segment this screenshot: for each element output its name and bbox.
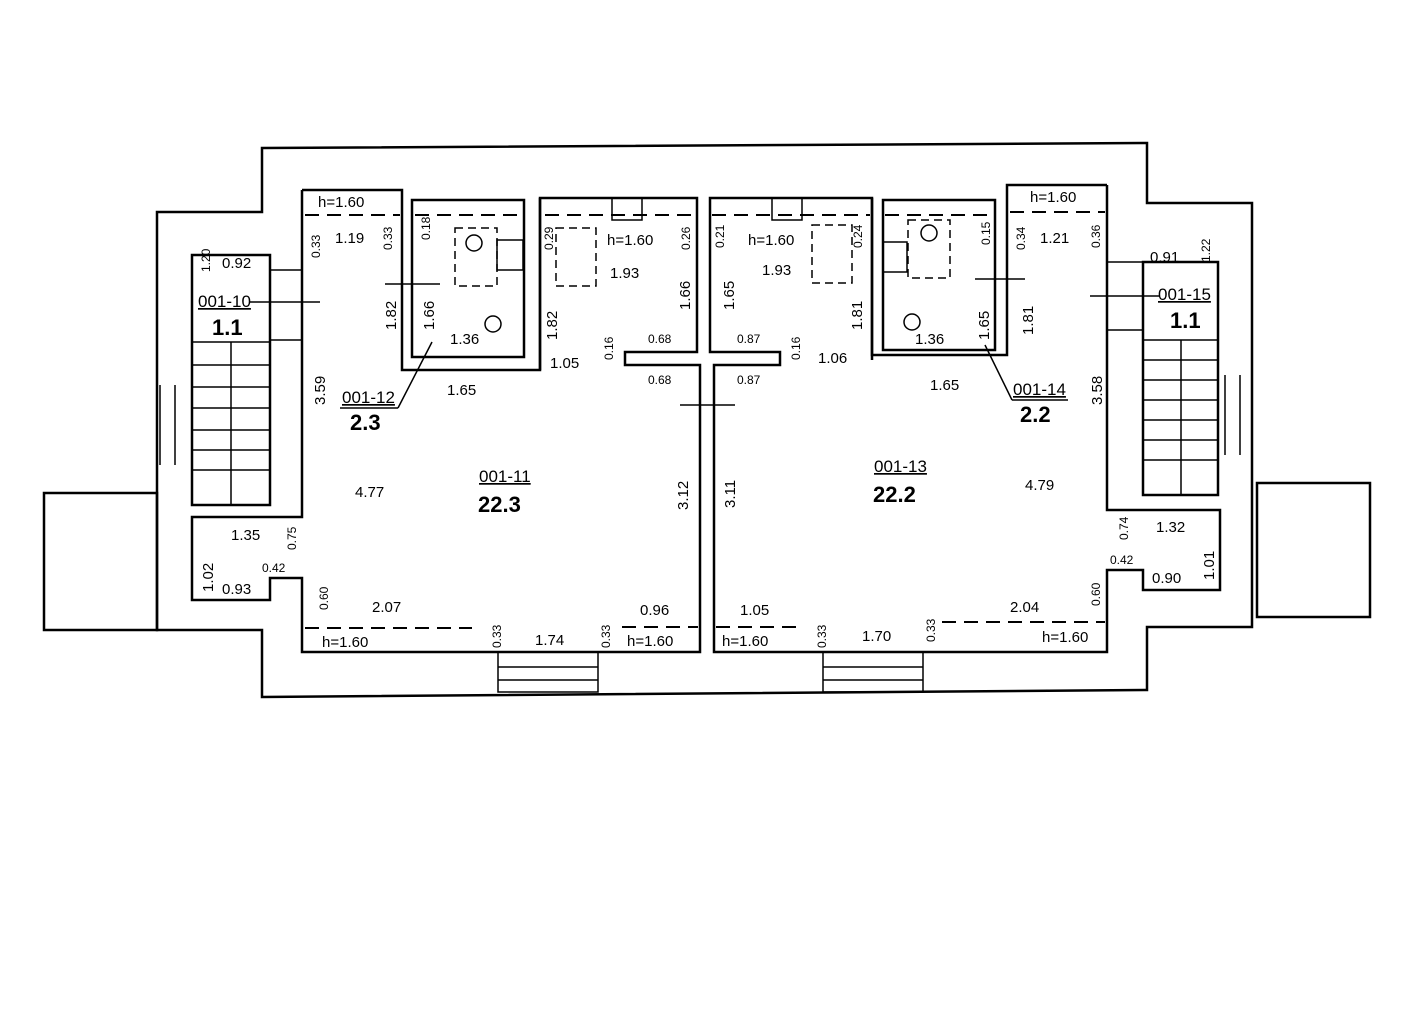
right-porch: [1255, 481, 1372, 619]
room-area-001-13: 22.2: [873, 482, 916, 507]
dim: 3.11: [722, 480, 739, 508]
room-id-001-11: 001-11: [479, 467, 531, 486]
room-id-001-13: 001-13: [874, 457, 927, 476]
dim: 0.42: [262, 561, 286, 575]
dim: 0.87: [737, 332, 761, 346]
dim: 0.92: [222, 255, 251, 272]
dim: 3.12: [675, 481, 692, 510]
dim: h=1.60: [318, 194, 364, 211]
room-id-001-15: 001-15: [1158, 285, 1211, 304]
dim: 1.36: [450, 331, 479, 348]
room-area-001-10: 1.1: [212, 315, 243, 340]
dim: 2.07: [372, 599, 401, 616]
right-bathroom: [881, 198, 997, 352]
dim: h=1.60: [1042, 629, 1088, 646]
building-outline: [155, 141, 1254, 699]
dim: 0.16: [602, 336, 616, 360]
dim: 0.33: [381, 226, 395, 250]
dim: 0.90: [1152, 570, 1181, 587]
dim: 0.33: [924, 618, 938, 642]
dim: 1.05: [740, 602, 769, 619]
room-id-001-12: 001-12: [342, 388, 395, 407]
dim: 1.81: [849, 301, 866, 330]
dim: 1.19: [335, 230, 364, 247]
dim: 1.66: [421, 301, 438, 330]
dim: 0.18: [419, 216, 433, 240]
fixtures: [301, 197, 951, 510]
room-area-001-11: 22.3: [478, 492, 521, 517]
dim: 0.15: [979, 221, 993, 245]
dim: 1.82: [383, 301, 400, 330]
room-id-001-14: 001-14: [1013, 380, 1066, 399]
room-area-001-15: 1.1: [1170, 308, 1201, 333]
dim: 0.33: [815, 624, 829, 648]
dim: 0.33: [309, 234, 323, 258]
dim: 1.65: [976, 311, 993, 340]
room-area-001-12: 2.3: [350, 410, 381, 435]
dim: 1.66: [677, 281, 694, 310]
dim: h=1.60: [322, 634, 368, 651]
dim: h=1.60: [627, 633, 673, 650]
dim: 1.32: [1156, 519, 1185, 536]
dim: 0.21: [713, 224, 727, 248]
dim: 1.36: [915, 331, 944, 348]
dim: 1.93: [610, 265, 639, 282]
dim: 1.01: [1201, 551, 1218, 580]
left-unit-wall: [190, 188, 702, 654]
dim: 1.22: [1199, 238, 1213, 262]
dim: 4.79: [1025, 477, 1054, 494]
dim: 0.93: [222, 581, 251, 598]
room-area-001-14: 2.2: [1020, 402, 1051, 427]
left-porch: [42, 491, 159, 632]
dim: 1.82: [544, 311, 561, 340]
dim: 0.34: [1014, 226, 1028, 250]
dim: 0.75: [285, 526, 299, 550]
dim: 1.74: [535, 632, 564, 649]
dim: 1.20: [199, 248, 213, 272]
left-bathroom: [410, 198, 526, 359]
dim: 0.68: [648, 332, 672, 346]
dim: 1.70: [862, 628, 891, 645]
dim: 0.24: [851, 224, 865, 248]
dim: 0.68: [648, 373, 672, 387]
dim: 0.60: [1089, 582, 1103, 606]
dimension-labels: h=1.60 1.19 0.33 0.33 0.18 1.20 0.92 1.8…: [199, 189, 1218, 651]
dim: 2.04: [1010, 599, 1039, 616]
dim: 0.26: [679, 226, 693, 250]
dim: 0.33: [599, 624, 613, 648]
dim: 0.87: [737, 373, 761, 387]
dim: 1.05: [550, 355, 579, 372]
dim: 3.59: [312, 376, 329, 405]
dim: 0.74: [1117, 516, 1131, 540]
dim: 0.60: [317, 586, 331, 610]
dim: 4.77: [355, 484, 384, 501]
dim: 3.58: [1089, 376, 1106, 405]
dim: 1.81: [1020, 306, 1037, 335]
dim: 1.06: [818, 350, 847, 367]
dim: 1.02: [200, 563, 217, 592]
dim: h=1.60: [748, 232, 794, 249]
dim: h=1.60: [607, 232, 653, 249]
dim: 1.65: [721, 281, 738, 310]
window-lines: [305, 211, 1105, 629]
walls: [42, 141, 1372, 699]
room-id-001-10: 001-10: [198, 292, 251, 311]
dim: 1.35: [231, 527, 260, 544]
dim: 0.33: [490, 624, 504, 648]
dim: 1.93: [762, 262, 791, 279]
dim: 1.21: [1040, 230, 1069, 247]
dim: h=1.60: [722, 633, 768, 650]
dim: 1.65: [447, 382, 476, 399]
dim: h=1.60: [1030, 189, 1076, 206]
dim: 0.36: [1089, 224, 1103, 248]
dim: 0.16: [789, 336, 803, 360]
dim: 0.29: [542, 226, 556, 250]
room-labels: 001-10 1.1 001-11 22.3 001-12 2.3 001-13…: [198, 285, 1211, 517]
dim: 0.42: [1110, 553, 1134, 567]
dim: 0.91: [1150, 249, 1179, 266]
stair-treads: [159, 261, 1241, 693]
dim: 0.96: [640, 602, 669, 619]
dim: 1.65: [930, 377, 959, 394]
